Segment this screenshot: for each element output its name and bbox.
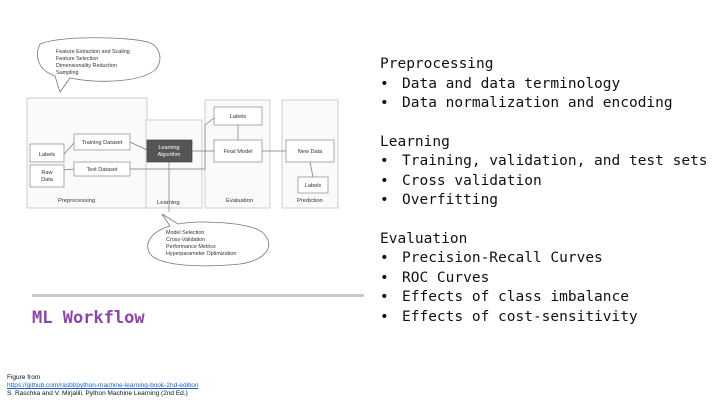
bottom-callout-line: Model Selection (166, 230, 204, 236)
stage-label-preprocessing: Preprocessing (58, 198, 95, 204)
title-divider (32, 294, 364, 297)
bullet-mark: • (380, 308, 389, 325)
learning-algorithm-text: Learning (159, 145, 180, 151)
bullet-mark: • (380, 75, 389, 92)
section-heading: Preprocessing (380, 56, 494, 72)
slide-title: ML Workflow (32, 308, 145, 328)
section-heading: Evaluation (380, 230, 468, 247)
learning-panel (145, 119, 203, 209)
labels-bottom-text: Labels (305, 183, 322, 189)
bottom-callout-line: Cross-Validation (166, 237, 205, 243)
bullet-mark: • (380, 172, 389, 189)
bullet-item: • Data normalization and encoding (380, 94, 715, 114)
bullet-mark: • (380, 289, 389, 305)
training-dataset-text: Training Dataset (82, 140, 123, 146)
bullet-text: Effects of class imbalance (402, 289, 629, 305)
bullet-item: • Cross validation (380, 172, 715, 192)
bullet-text: Overfitting (402, 192, 499, 208)
flow-arrows (63, 117, 314, 212)
top-callout-line: Feature Selection (56, 56, 98, 62)
bullet-item: • Effects of cost-sensitivity (380, 308, 715, 328)
top-callout-line: Sampling (56, 70, 78, 76)
section-learning: Learning • Training, validation, and test… (380, 133, 715, 211)
bullet-item: • Overfitting (380, 191, 715, 211)
bullet-mark: • (380, 250, 389, 266)
top-callout-line: Feature Extraction and Scaling (56, 49, 130, 55)
section-heading: Learning (380, 133, 450, 150)
labels-box (29, 143, 65, 163)
learning-algorithm-text: Algorithm (158, 152, 181, 158)
raw-data-text: Data (41, 177, 54, 183)
stage-label-learning: Learning (157, 200, 180, 206)
bullet-item: • Precision-Recall Curves (380, 249, 715, 269)
caption-source-link[interactable]: https://github.com/rasbt/python-machine-… (7, 382, 199, 390)
bullet-text: Cross validation (402, 172, 542, 189)
bullet-mark: • (380, 153, 389, 169)
bottom-callout-bubble (147, 213, 270, 267)
top-callout-line: Dimensionality Reduction (56, 63, 117, 69)
bullet-mark: • (380, 269, 389, 286)
bullet-mark: • (380, 192, 389, 208)
bullet-text: Effects of cost-sensitivity (402, 308, 638, 325)
labels-box-text: Labels (39, 152, 56, 158)
labels-top-text: Labels (230, 114, 247, 120)
figure-caption: Figure from https://github.com/rasbt/pyt… (7, 374, 199, 399)
bullet-text: ROC Curves (402, 269, 490, 286)
stage-label-evaluation: Evaluation (226, 198, 253, 204)
test-dataset-text: Test Dataset (86, 167, 118, 173)
caption-line: Figure from (7, 374, 41, 381)
section-preprocessing: Preprocessing • Data and data terminology… (380, 55, 715, 114)
bottom-callout-line: Performance Metrics (166, 244, 216, 250)
bullet-text: Data and data terminology (402, 75, 621, 92)
bullet-text: Training, validation, and test sets (402, 153, 708, 169)
new-data-text: New Data (298, 149, 323, 155)
section-evaluation: Evaluation • Precision-Recall Curves • ROC… (380, 230, 715, 328)
topic-outline: Preprocessing • Data and data terminology… (380, 55, 715, 346)
raw-data-text: Raw (41, 170, 53, 176)
bullet-item: • Effects of class imbalance (380, 288, 715, 308)
bullet-item: • ROC Curves (380, 269, 715, 289)
top-callout-bubble (37, 37, 161, 93)
final-model-text: Final Model (224, 149, 253, 155)
bullet-item: • Data and data terminology (380, 75, 715, 95)
bullet-text: Precision-Recall Curves (402, 250, 603, 266)
bullet-mark: • (380, 95, 389, 111)
ml-workflow-diagram: Feature Extraction and Scaling Feature S… (26, 37, 339, 267)
caption-citation: S. Raschka and V. Mirjalili. Python Mach… (7, 390, 188, 398)
stage-label-prediction: Prediction (297, 198, 323, 204)
bullet-text: Data normalization and encoding (402, 95, 673, 111)
raw-data-box (29, 164, 65, 188)
bottom-callout-line: Hyperparameter Optimization (166, 251, 236, 257)
learning-algorithm-box (146, 139, 193, 163)
bullet-item: • Training, validation, and test sets (380, 152, 715, 172)
